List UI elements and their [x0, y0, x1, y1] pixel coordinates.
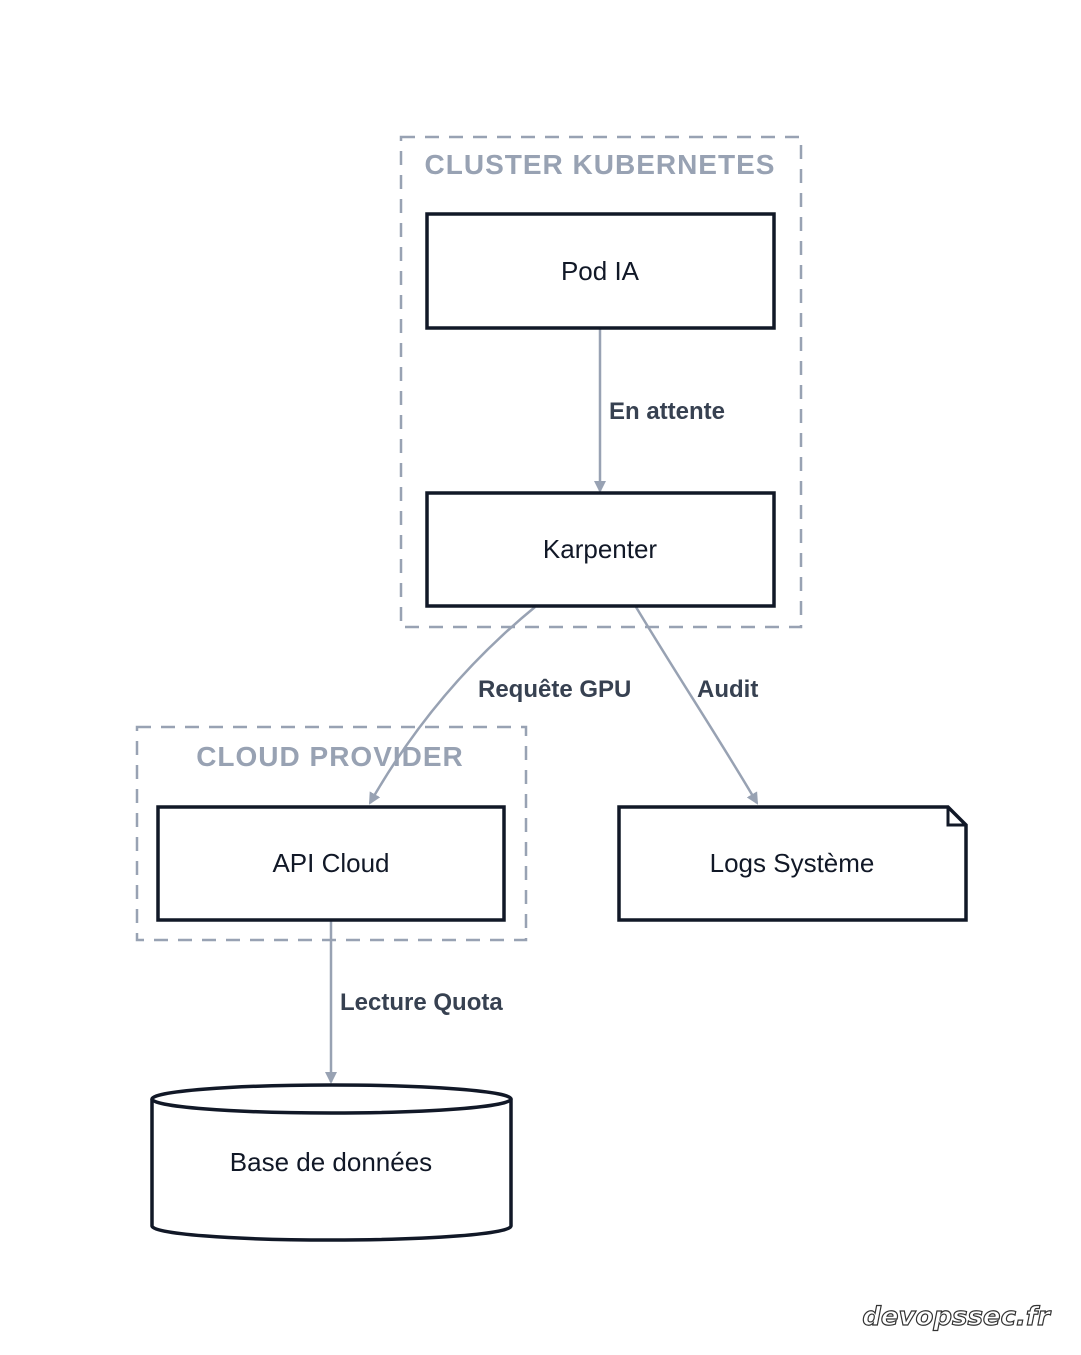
node-api-box [156, 805, 506, 922]
node-api-cloud[interactable]: API Cloud [156, 805, 506, 922]
group-cluster-border [399, 135, 803, 629]
group-cluster-label: CLUSTER KUBERNETES [425, 149, 776, 180]
node-karpenter[interactable]: Karpenter [425, 491, 776, 608]
node-db-label: Base de données [230, 1147, 432, 1177]
edges [325, 329, 759, 1084]
edge-label-requete-gpu: Requête GPU [478, 676, 631, 703]
edge-labels: En attente Requête GPU Audit Lecture Quo… [340, 398, 758, 1016]
node-pod-ia[interactable]: Pod IA [425, 212, 776, 330]
watermark-text: devopssec.fr [862, 1302, 1052, 1332]
edge-karpenter-logs [634, 606, 759, 805]
edge-karpenter-api [368, 606, 536, 805]
node-pod-label: Pod IA [561, 256, 640, 286]
node-logs-note-shape [617, 805, 968, 922]
group-cloud-label: CLOUD PROVIDER [196, 741, 464, 772]
node-logs-label: Logs Système [710, 848, 875, 878]
note-fold-icon [946, 807, 966, 827]
node-pod-box [425, 212, 776, 330]
node-base-de-donnees[interactable]: Base de données [150, 1083, 513, 1242]
node-api-label: API Cloud [272, 848, 389, 878]
edge-label-en-attente: En attente [609, 398, 725, 425]
node-db-cylinder-body [150, 1099, 513, 1242]
node-logs-systeme[interactable]: Logs Système [617, 805, 968, 922]
group-cluster-kubernetes: CLUSTER KUBERNETES [399, 135, 803, 629]
node-db-cylinder-top [150, 1083, 513, 1115]
node-karpenter-box [425, 491, 776, 608]
edge-label-audit: Audit [697, 676, 758, 703]
edge-label-lecture-quota: Lecture Quota [340, 989, 503, 1016]
node-karpenter-label: Karpenter [543, 534, 658, 564]
